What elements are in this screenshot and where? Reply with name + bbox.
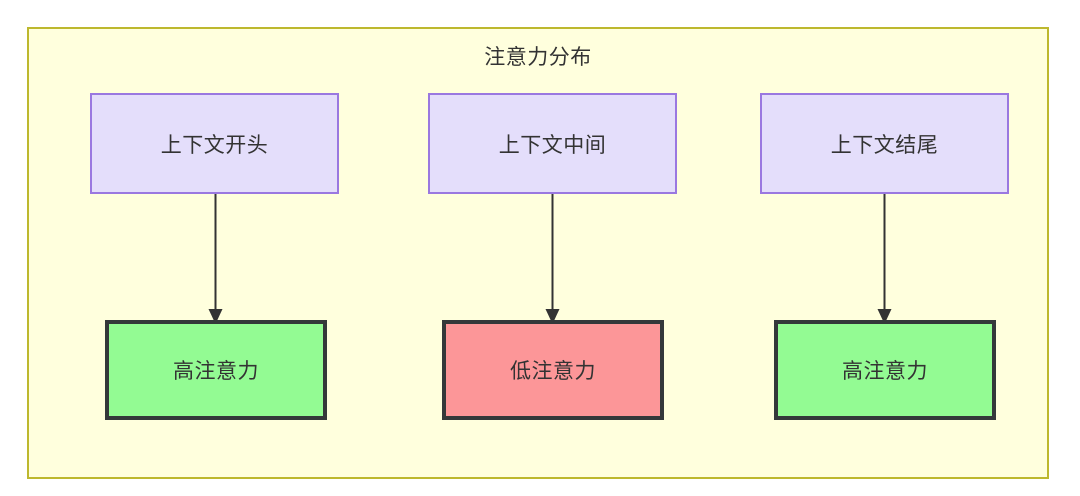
node-context-middle-label: 上下文中间 — [498, 133, 607, 157]
attention-distribution-subgraph: 注意力分布 上下文开头 上下文中间 上下文结尾 — [27, 27, 1049, 479]
node-context-middle[interactable]: 上下文中间 — [428, 93, 677, 194]
edge-context-middle-to-low-attention — [545, 194, 560, 324]
node-context-end[interactable]: 上下文结尾 — [760, 93, 1009, 194]
node-high-attention-start-label: 高注意力 — [173, 360, 259, 383]
node-context-start[interactable]: 上下文开头 — [90, 93, 339, 194]
node-high-attention-start[interactable]: 高注意力 — [105, 320, 327, 420]
node-context-end-label: 上下文结尾 — [830, 133, 939, 157]
node-low-attention-middle-label: 低注意力 — [510, 360, 596, 383]
node-context-start-label: 上下文开头 — [160, 133, 269, 157]
subgraph-title: 注意力分布 — [484, 46, 592, 69]
node-high-attention-end-label: 高注意力 — [842, 360, 928, 383]
node-high-attention-end[interactable]: 高注意力 — [774, 320, 996, 420]
edge-context-start-to-high-attention — [208, 194, 223, 324]
node-low-attention-middle[interactable]: 低注意力 — [442, 320, 664, 420]
edge-context-end-to-high-attention — [877, 194, 892, 324]
